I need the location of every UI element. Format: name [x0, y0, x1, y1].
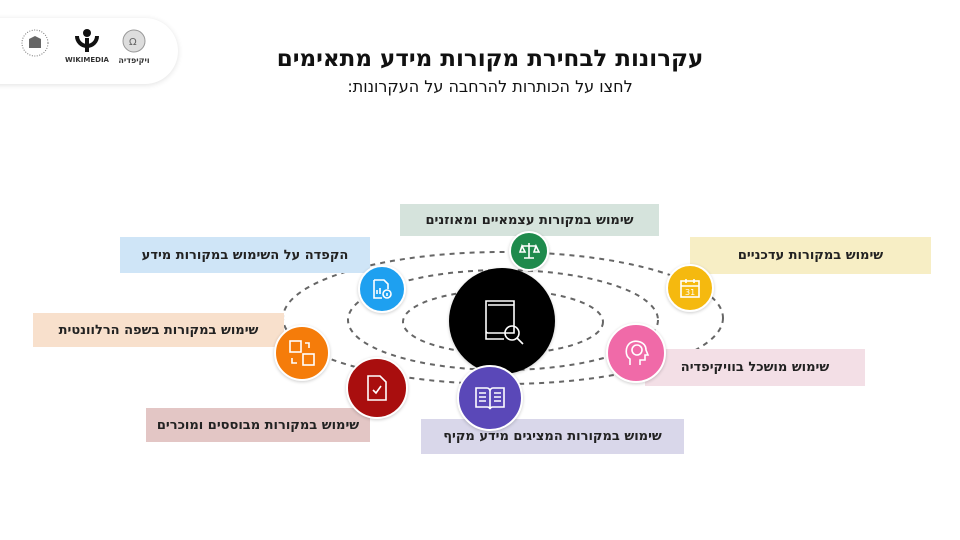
- principle-label-comprehensive[interactable]: שימוש במקורות המציגים מידע מקיף: [421, 419, 684, 454]
- translate-circle[interactable]: [274, 325, 330, 381]
- wikimedia-logo: WIKIMEDIA: [62, 28, 112, 64]
- scales-circle[interactable]: [509, 231, 549, 271]
- svg-text:Ω: Ω: [129, 37, 137, 48]
- open-book-icon: [475, 387, 505, 410]
- document-info-icon: [373, 279, 392, 299]
- logo-bar: WIKIMEDIA Ω ויקיפדיה: [0, 18, 178, 84]
- principle-label-careful-use[interactable]: הקפדה על השימוש במקורות מידע: [120, 237, 370, 273]
- open-book-circle[interactable]: [457, 365, 523, 431]
- document-check-circle[interactable]: [346, 357, 408, 419]
- calendar-icon: 31: [680, 279, 700, 298]
- document-check-icon: [367, 375, 387, 401]
- book-search-icon: [485, 300, 524, 345]
- calendar-circle[interactable]: 31: [666, 264, 714, 312]
- svg-text:31: 31: [685, 288, 695, 297]
- page-subtitle: לחצו על הכותרות להרחבה על העקרונות:: [347, 77, 633, 96]
- principle-label-up-to-date[interactable]: שימוש במקורות עדכניים: [690, 237, 931, 274]
- principle-label-independent[interactable]: שימוש במקורות עצמאיים ומאוזנים: [400, 204, 659, 236]
- wikipedia-logo: Ω ויקיפדיה: [114, 28, 154, 65]
- center-circle: [449, 268, 555, 374]
- translate-icon: [289, 340, 315, 366]
- page-title: עקרונות לבחירת מקורות מידע מתאימים: [276, 46, 704, 72]
- principle-label-wikipedia[interactable]: שימוש מושכל בוויקיפדיה: [645, 349, 865, 386]
- document-info-circle[interactable]: [358, 265, 406, 313]
- scales-icon: [518, 243, 540, 259]
- brain-head-icon: [625, 340, 650, 365]
- principle-label-established[interactable]: שימוש במקורות מבוססים ומוכרים: [146, 408, 370, 442]
- principle-label-language[interactable]: שימוש במקורות בשפה הרלוונטית: [33, 313, 284, 347]
- foundation-logo: [10, 28, 60, 60]
- brain-head-circle[interactable]: [606, 323, 666, 383]
